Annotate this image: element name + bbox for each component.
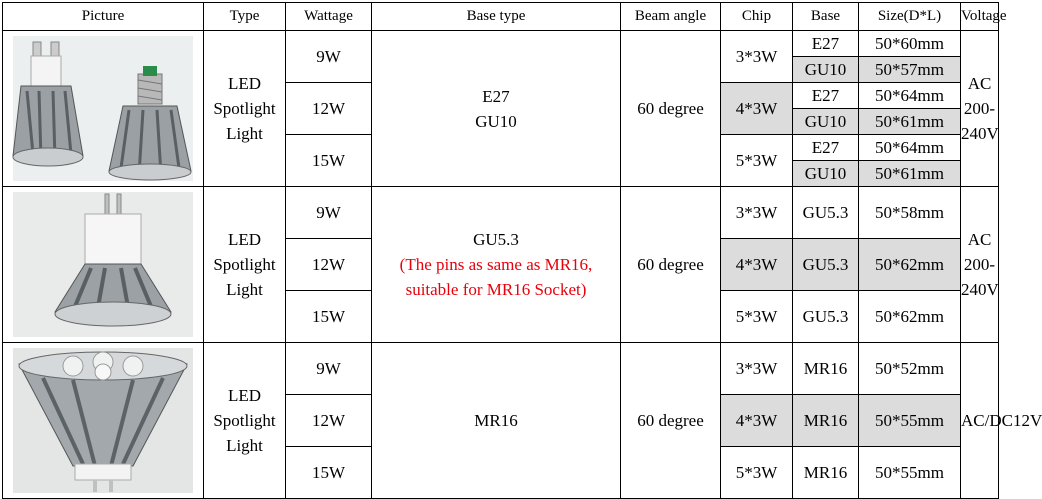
type-cell: LED Spotlight Light: [203, 342, 286, 499]
wattage-cell: 9W: [285, 30, 372, 83]
header-voltage: Voltage: [960, 2, 1007, 31]
base-cell: MR16: [792, 394, 859, 447]
size-cell: 50*61mm: [858, 160, 961, 187]
voltage-cell: AC 200-240V: [960, 30, 999, 187]
size-cell: 50*55mm: [858, 446, 961, 499]
base-type-note: (The pins as same as MR16, suitable for …: [399, 255, 593, 299]
size-cell: 50*62mm: [858, 238, 961, 291]
chip-cell: 5*3W: [720, 446, 793, 499]
size-cell: 50*64mm: [858, 134, 961, 161]
size-cell: 50*60mm: [858, 30, 961, 57]
size-cell: 50*55mm: [858, 394, 961, 447]
size-cell: 50*62mm: [858, 290, 961, 343]
base-cell: E27: [792, 82, 859, 109]
product-image-cell: [2, 342, 204, 499]
table-row: LED Spotlight Light 9W MR16 60 degree 3*…: [2, 342, 1042, 499]
mr16-led-bulb-photo: [13, 348, 193, 493]
header-picture: Picture: [2, 2, 204, 31]
chip-cell: 4*3W: [720, 82, 793, 135]
base-type-main: GU5.3: [473, 230, 519, 249]
base-cell: MR16: [792, 342, 859, 395]
wattage-cell: 15W: [285, 290, 372, 343]
base-cell: GU5.3: [792, 186, 859, 239]
table-row: LED Spotlight Light 9W GU5.3 (The pins a…: [2, 186, 999, 343]
table-row: 12W 4*3W GU5.3 50*62mm: [3, 238, 999, 291]
table-row: GU10 50*61mm: [3, 108, 999, 135]
chip-cell: 5*3W: [720, 134, 793, 187]
header-base: Base: [792, 2, 859, 31]
chip-cell: 4*3W: [720, 394, 793, 447]
header-row: Picture Type Wattage Base type Beam angl…: [2, 2, 1007, 31]
beam-angle-cell: 60 degree: [620, 342, 721, 499]
size-cell: 50*57mm: [858, 56, 961, 83]
header-chip: Chip: [720, 2, 793, 31]
wattage-cell: 15W: [285, 446, 372, 499]
header-wattage: Wattage: [285, 2, 372, 31]
wattage-cell: 12W: [285, 238, 372, 291]
header-beam-angle: Beam angle: [620, 2, 721, 31]
base-cell: GU10: [792, 108, 859, 135]
chip-cell: 4*3W: [720, 238, 793, 291]
size-cell: 50*64mm: [858, 82, 961, 109]
wattage-cell: 9W: [285, 342, 372, 395]
product-image-cell: [2, 186, 204, 343]
chip-cell: 3*3W: [720, 30, 793, 83]
base-type-cell: E27 GU10: [371, 30, 621, 187]
base-type-cell: MR16: [371, 342, 621, 499]
base-cell: GU5.3: [792, 238, 859, 291]
chip-cell: 3*3W: [720, 342, 793, 395]
base-type-line: GU10: [475, 111, 517, 131]
voltage-cell: AC 200-240V: [960, 186, 999, 343]
base-cell: GU10: [792, 160, 859, 187]
base-cell: GU10: [792, 56, 859, 83]
beam-angle-cell: 60 degree: [620, 30, 721, 187]
size-cell: 50*58mm: [858, 186, 961, 239]
size-cell: 50*61mm: [858, 108, 961, 135]
header-size: Size(D*L): [858, 2, 961, 31]
base-cell: E27: [792, 134, 859, 161]
base-cell: E27: [792, 30, 859, 57]
base-cell: MR16: [792, 446, 859, 499]
base-cell: GU5.3: [792, 290, 859, 343]
table-row: GU10 50*57mm: [3, 56, 999, 83]
chip-cell: 5*3W: [720, 290, 793, 343]
e27-bulb: [108, 66, 192, 181]
table-row: 15W 5*3W MR16 50*55mm: [3, 446, 999, 499]
gu10-and-e27-led-bulbs-photo: [12, 36, 193, 181]
table-row: LED Spotlight Light 9W E27 GU10 60 degre…: [2, 30, 999, 187]
type-cell: LED Spotlight Light: [203, 186, 286, 343]
wattage-cell: 9W: [285, 186, 372, 239]
base-type-line: E27: [482, 86, 510, 106]
wattage-cell: 12W: [285, 394, 372, 447]
header-base-type: Base type: [371, 2, 621, 31]
gu10-bulb: [12, 41, 84, 167]
wattage-cell: 15W: [285, 134, 372, 187]
base-type-cell: GU5.3 (The pins as same as MR16, suitabl…: [371, 186, 621, 343]
type-cell: LED Spotlight Light: [203, 30, 286, 187]
size-cell: 50*52mm: [858, 342, 961, 395]
wattage-cell: 12W: [285, 82, 372, 135]
table-row: 12W 4*3W MR16 50*55mm: [3, 394, 999, 447]
header-type: Type: [203, 2, 286, 31]
table-row: 15W 5*3W E27 50*64mm: [3, 134, 999, 187]
chip-cell: 3*3W: [720, 186, 793, 239]
gu53-led-bulb-photo: [13, 192, 193, 337]
voltage-cell: AC/DC12V: [960, 342, 1042, 499]
beam-angle-cell: 60 degree: [620, 186, 721, 343]
product-image-cell: [2, 30, 204, 187]
